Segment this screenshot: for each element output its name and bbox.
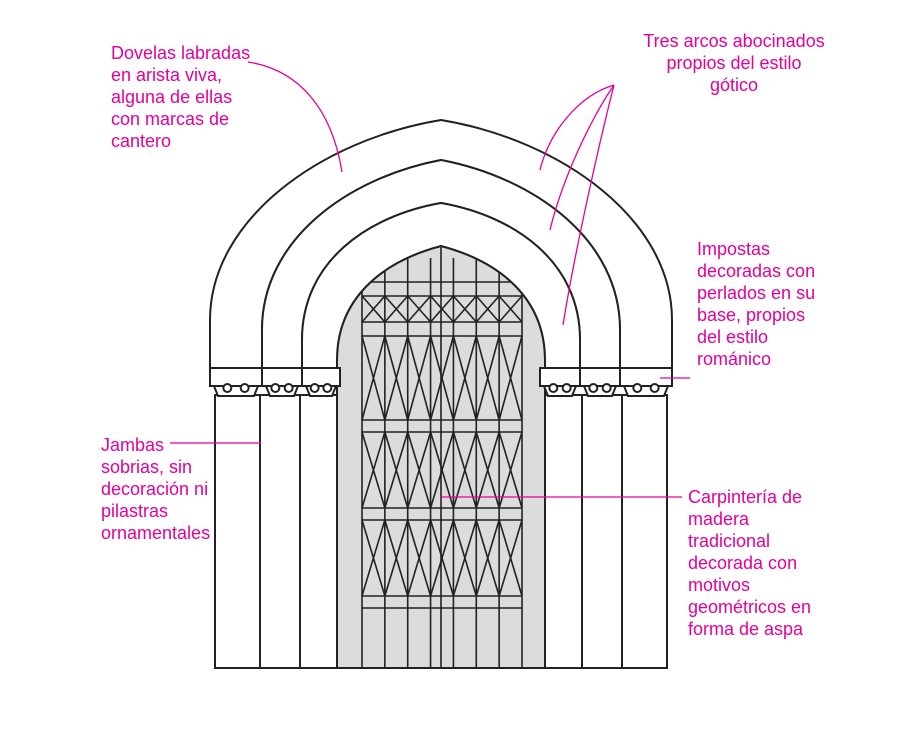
label-arcos: Tres arcos abocinados propios del estilo… xyxy=(643,31,825,95)
jambs-left xyxy=(214,394,338,669)
jamb xyxy=(214,394,261,669)
impost-bead xyxy=(270,383,281,393)
jamb xyxy=(299,394,338,669)
jambs-right xyxy=(544,394,668,669)
label-dovelas: Dovelas labradas en arista viva, alguna … xyxy=(111,43,251,151)
jamb xyxy=(621,394,668,669)
door-aspa xyxy=(384,519,409,597)
door-aspa xyxy=(452,519,478,597)
door-aspa xyxy=(475,295,500,323)
impost-bead xyxy=(309,383,320,393)
door-aspa xyxy=(406,519,432,597)
door-aspa xyxy=(429,431,455,509)
door-aspa xyxy=(361,295,386,323)
door-aspa xyxy=(361,519,386,597)
leader-dovelas xyxy=(247,61,343,173)
impost-bead xyxy=(649,383,660,393)
door-aspa xyxy=(407,295,432,323)
door-aspa xyxy=(498,431,523,509)
impost-block xyxy=(301,367,341,387)
impost-bead xyxy=(222,383,233,393)
impost-bead xyxy=(322,383,333,393)
inner-archivolt xyxy=(301,201,581,369)
leader-arcos-3 xyxy=(562,84,615,326)
impost-bead xyxy=(548,383,559,393)
door-aspa xyxy=(429,519,455,597)
impost-block xyxy=(539,367,581,387)
door-aspa xyxy=(429,295,455,323)
impost-block xyxy=(209,367,263,387)
door-aspa xyxy=(475,431,500,509)
leader-arcos-2 xyxy=(549,84,615,231)
door-aspa xyxy=(384,335,409,421)
impost-bead xyxy=(632,383,643,393)
door-aspa xyxy=(406,335,432,421)
impost-bead xyxy=(283,383,294,393)
impost-bead xyxy=(601,383,612,393)
label-impostas: Impostas decoradas con perlados en su ba… xyxy=(697,239,816,369)
door-aspa xyxy=(361,431,386,509)
impost-base xyxy=(212,385,260,397)
impost-bead xyxy=(239,383,250,393)
jamb xyxy=(544,394,583,669)
door-aspa xyxy=(406,431,432,509)
door-aspa xyxy=(452,431,478,509)
door-aspa xyxy=(452,295,477,323)
jamb xyxy=(581,394,623,669)
door-aspa xyxy=(429,335,455,421)
door-carpentry xyxy=(336,244,546,669)
leader-lines xyxy=(170,61,690,498)
door-aspa xyxy=(452,335,478,421)
label-jambas: Jambas sobrias, sin decoración ni pilast… xyxy=(101,435,211,543)
label-carpinteria: Carpintería de madera tradicional decora… xyxy=(688,487,812,639)
jamb xyxy=(259,394,301,669)
impost-block xyxy=(579,367,621,387)
door-aspa xyxy=(498,295,523,323)
impost-bead xyxy=(561,383,572,393)
door-aspa xyxy=(361,335,386,421)
door-aspa xyxy=(498,519,523,597)
door-aspa xyxy=(384,295,409,323)
door-aspa xyxy=(475,519,500,597)
door-aspa xyxy=(384,431,409,509)
impost-bead xyxy=(588,383,599,393)
door-lattice xyxy=(361,246,523,668)
impost-block xyxy=(619,367,673,387)
impost-block xyxy=(261,367,303,387)
impost-base xyxy=(622,385,670,397)
door-aspa xyxy=(498,335,523,421)
leader-arcos-1 xyxy=(539,84,615,171)
door-aspa xyxy=(475,335,500,421)
imposts xyxy=(209,367,673,397)
